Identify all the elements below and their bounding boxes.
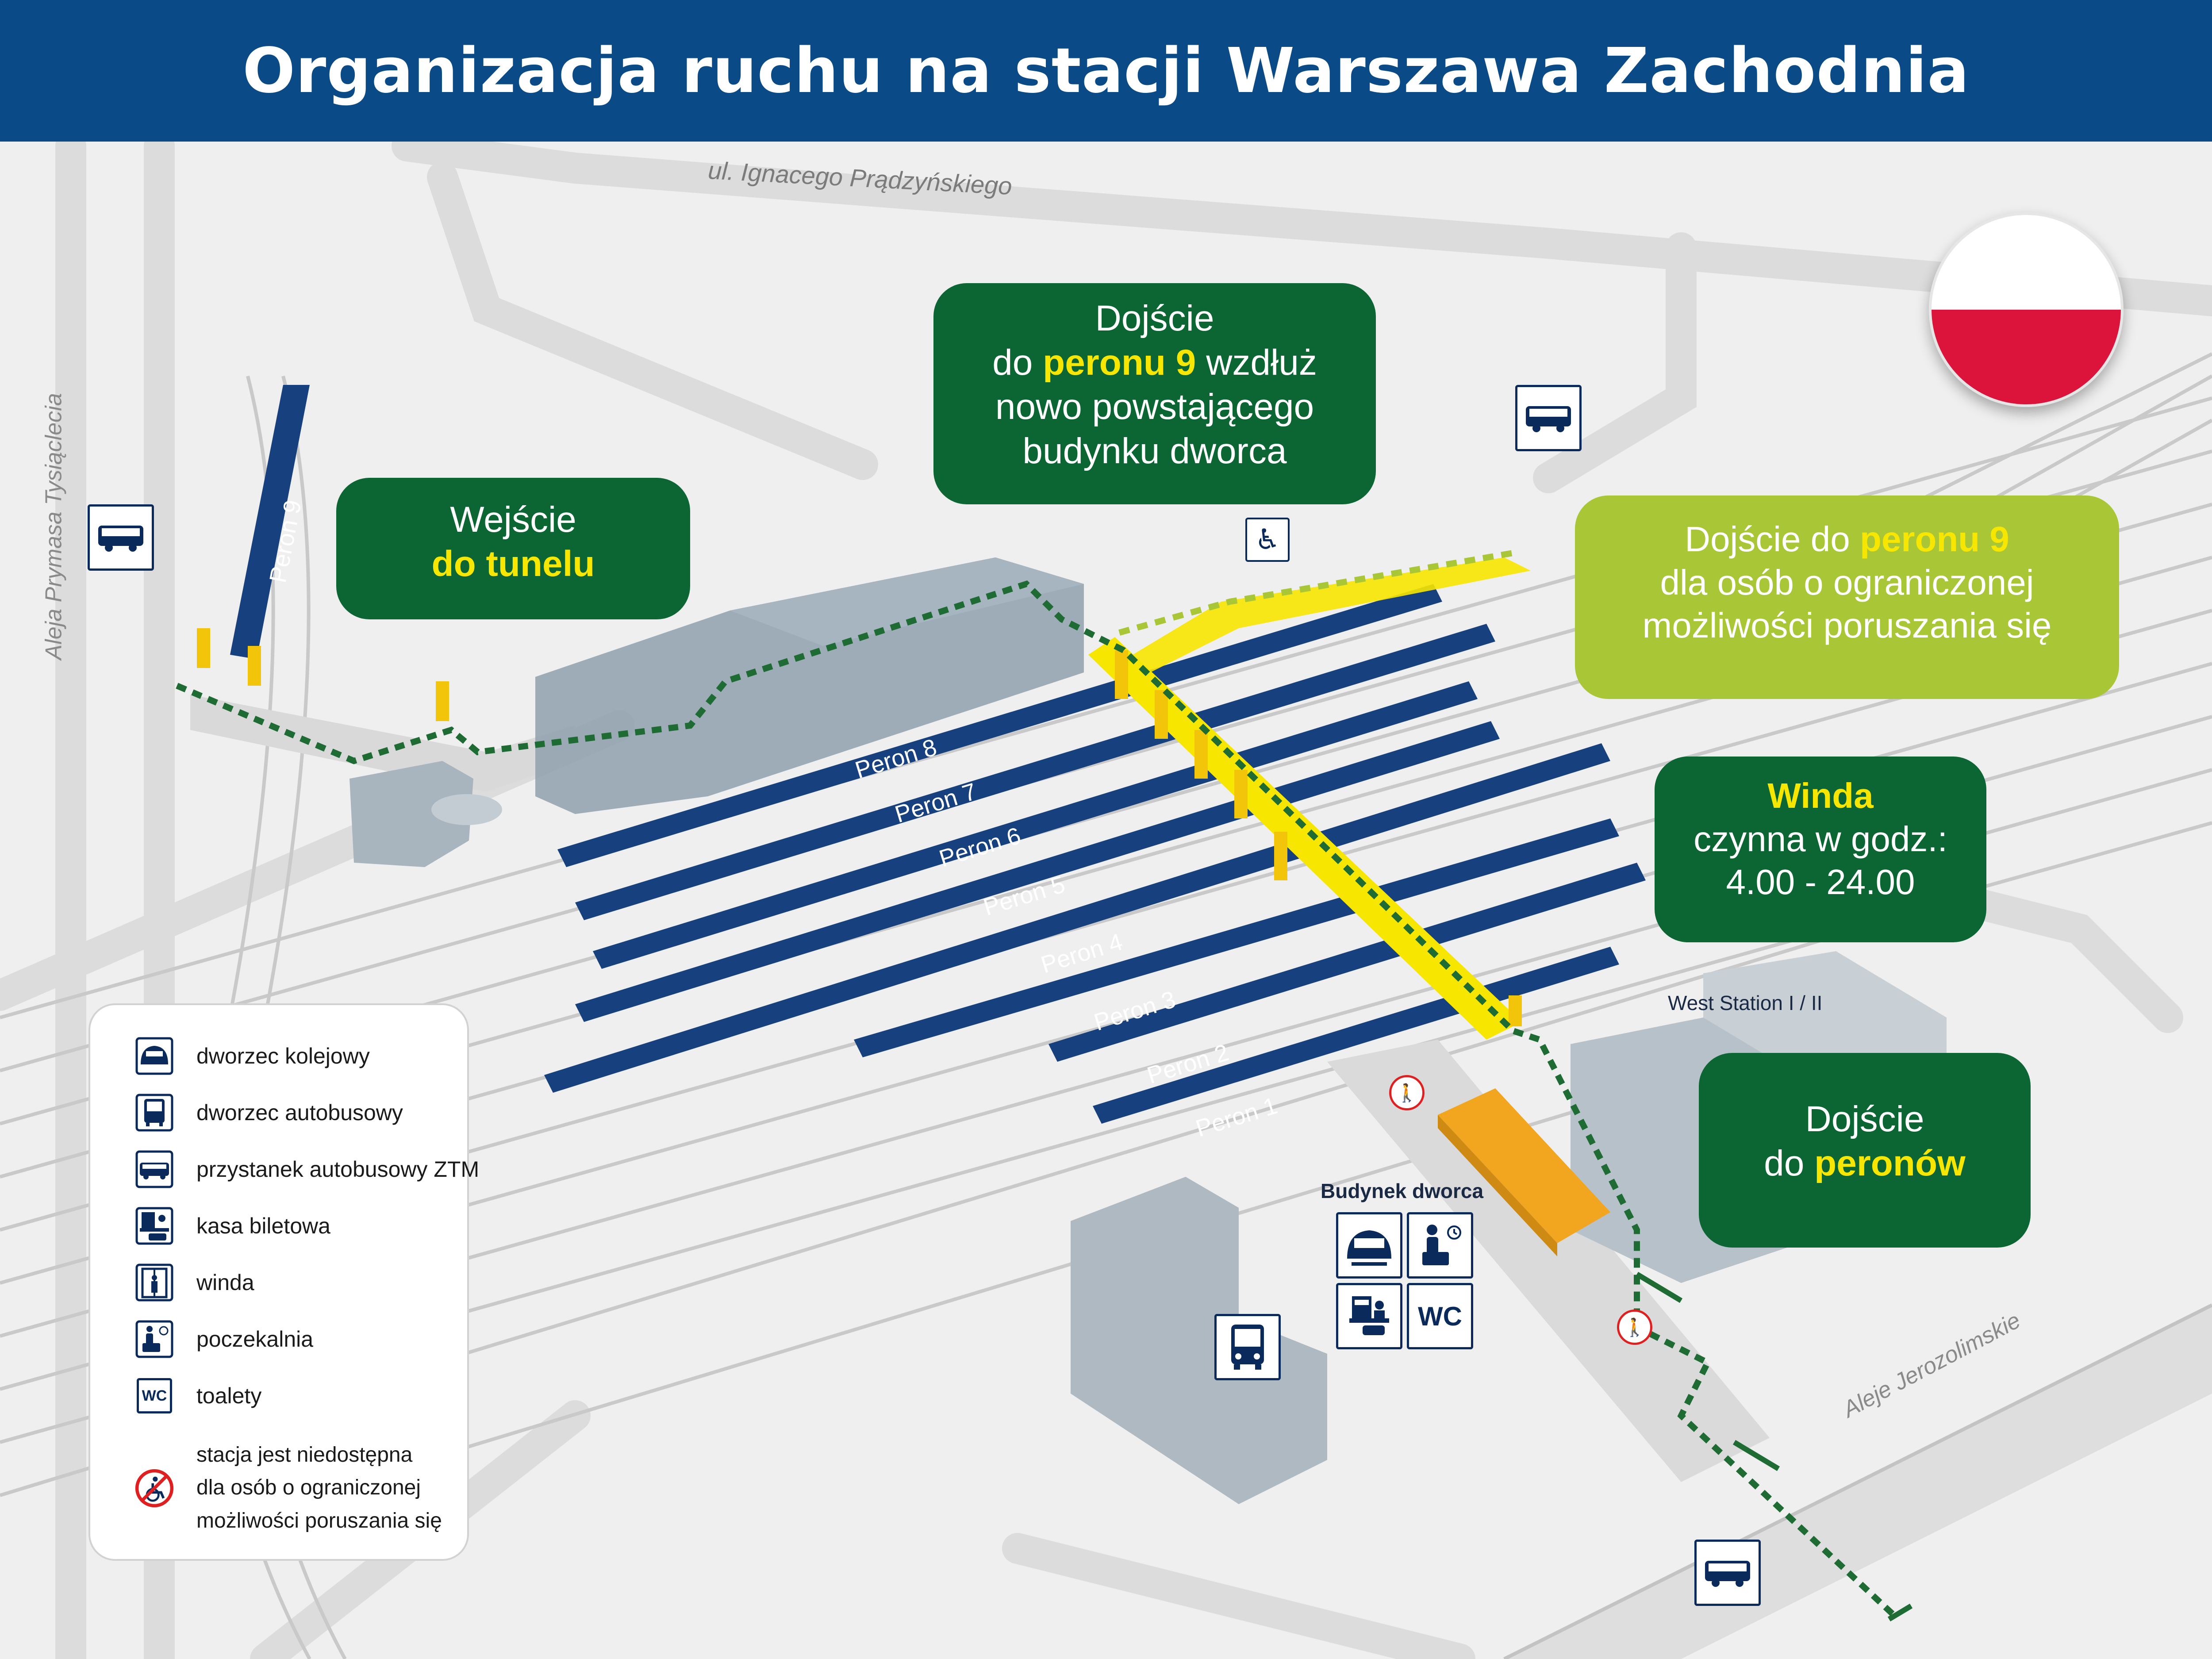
waiting-room-icon [134, 1319, 174, 1359]
callout-elevator-hours: Winda czynna w godz.: 4.00 - 24.00 [1655, 757, 1986, 942]
toilet-icon: WC [1407, 1283, 1473, 1349]
pedestrian-route [176, 580, 1896, 1617]
buildings [190, 557, 1947, 1504]
label-peron-6: Peron 6 [936, 822, 1024, 872]
platform-6 [593, 681, 1478, 969]
platform-2 [1048, 863, 1646, 1062]
legend-item: dworzec kolejowy [134, 1036, 370, 1076]
platform-8 [557, 584, 1442, 867]
bus-station-icon [134, 1093, 174, 1133]
jerozolimskie-bridge [1327, 1040, 2212, 1659]
callout-tunnel-entrance: Wejście do tunelu [336, 478, 690, 619]
platform-4 [544, 743, 1610, 1093]
platform-3 [854, 818, 1619, 1057]
bus-station-icon [1214, 1314, 1281, 1380]
page-title: Organizacja ruchu na stacji Warszawa Zac… [242, 35, 1970, 107]
label-peron-7: Peron 7 [892, 778, 979, 828]
header-bar: Organizacja ruchu na stacji Warszawa Zac… [0, 0, 2212, 142]
toilet-icon: WC [134, 1376, 174, 1416]
callout-accessible-route: Dojście do peronu 9 dla osób o ograniczo… [1575, 495, 2119, 699]
callout-platforms-route: Dojście do peronów [1699, 1053, 2031, 1248]
station-building-label: Budynek dworca [1321, 1179, 1484, 1202]
platform-1 [1093, 947, 1619, 1124]
elevators [197, 628, 1522, 1026]
platform-7 [575, 624, 1495, 920]
legend-item: poczekalnia [134, 1319, 313, 1359]
legend-item: kasa biletowa [134, 1206, 330, 1246]
bus-stop-icon [134, 1149, 174, 1189]
ticket-office-icon [1336, 1283, 1402, 1349]
legend-item: stacja jest niedostępna dla osób o ogran… [134, 1439, 442, 1537]
label-peron-1: Peron 1 [1193, 1092, 1280, 1142]
bus-stop-icon [88, 504, 154, 571]
west-station-label: West Station I / II [1668, 991, 1823, 1014]
no-pedestrian-icon: 🚶 [1617, 1310, 1652, 1345]
waiting-room-icon [1407, 1212, 1473, 1279]
callout-new-building-route: Dojście do peronu 9 wzdłuż nowo powstają… [933, 283, 1376, 504]
platform-9 [230, 385, 310, 659]
route-arrows [1635, 1271, 1913, 1622]
legend-panel: dworzec kolejowy dworzec autobusowy przy… [88, 1003, 479, 1561]
legend-item: przystanek autobusowy ZTM [134, 1149, 479, 1189]
elevator-icon [134, 1263, 174, 1302]
wheelchair-icon: ♿ [1245, 518, 1290, 562]
bus-stop-icon [1515, 385, 1582, 451]
legend-item: winda [134, 1263, 254, 1302]
poland-flag-icon [1929, 212, 2124, 407]
no-wheelchair-icon [134, 1468, 174, 1508]
bus-stop-icon [1694, 1540, 1761, 1606]
train-station-icon [134, 1036, 174, 1076]
train-station-icon [1336, 1212, 1402, 1279]
ticket-office-icon [134, 1206, 174, 1246]
legend-item: dworzec autobusowy [134, 1093, 403, 1133]
no-pedestrian-icon: 🚶 [1389, 1075, 1425, 1110]
street-west-label: Aleja Prymasa Tysiąclecia [41, 393, 67, 660]
legend-item: WC toalety [134, 1376, 261, 1416]
